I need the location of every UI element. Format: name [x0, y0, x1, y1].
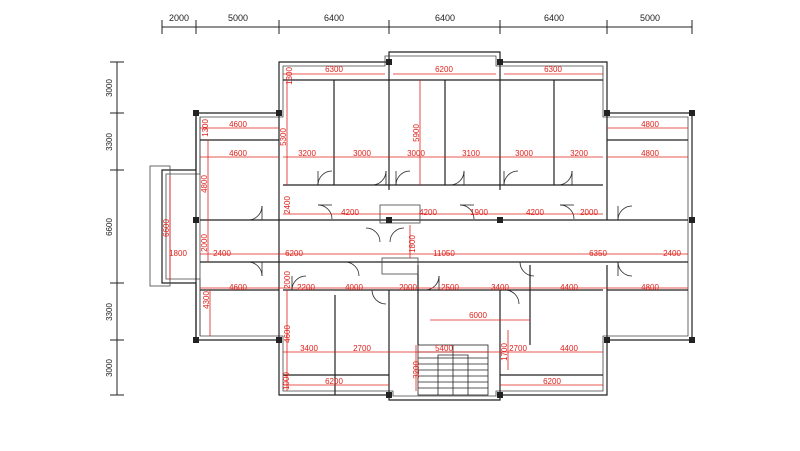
dim-label: 6300: [325, 65, 343, 74]
top-dim-5: 6400: [544, 13, 564, 23]
red-dimension-lines: [169, 73, 688, 391]
dim-label: 2200: [297, 283, 315, 292]
dim-label: 3400: [491, 283, 509, 292]
dim-label: 3000: [353, 149, 371, 158]
dim-label: 4800: [641, 120, 659, 129]
dim-label: 3200: [570, 149, 588, 158]
dim-label: 3000: [515, 149, 533, 158]
dim-label: 4600: [283, 325, 292, 343]
top-dim-3: 6400: [324, 13, 344, 23]
top-dim-6: 5000: [640, 13, 660, 23]
dim-label: 1300: [285, 67, 294, 85]
dim-label: 1800: [408, 235, 417, 253]
left-dim-4: 3300: [105, 303, 114, 321]
top-dim-4: 6400: [435, 13, 455, 23]
dim-label: 1300: [201, 119, 210, 137]
dim-label: 2000: [580, 208, 598, 217]
top-dim-1: 2000: [169, 13, 189, 23]
dim-label: 2000: [283, 271, 292, 289]
dim-label: 5300: [279, 128, 288, 146]
dim-label: 2500: [441, 283, 459, 292]
left-dimension-line: 3000 3300 6600 3300 3000: [105, 61, 124, 396]
dim-label: 2400: [213, 249, 231, 258]
dim-label: 6200: [325, 377, 343, 386]
dim-label: 4600: [229, 149, 247, 158]
top-dimension-line: 2000 5000 6400 6400 6400 5000: [161, 13, 693, 34]
left-dim-2: 3300: [105, 133, 114, 151]
dim-label: 4200: [526, 208, 544, 217]
dim-label: 1000: [282, 372, 291, 390]
dim-label: 4000: [345, 283, 363, 292]
dim-label: 4800: [641, 283, 659, 292]
dim-label: 4600: [229, 120, 247, 129]
staircase: [417, 344, 489, 396]
dim-label: 4300: [202, 291, 211, 309]
dim-label: 4600: [229, 283, 247, 292]
dim-label: 4200: [419, 208, 437, 217]
dim-label: 1800: [169, 249, 187, 258]
dim-label: 3200: [298, 149, 316, 158]
left-dim-5: 3000: [105, 359, 114, 377]
left-dim-3: 6600: [105, 218, 114, 236]
dim-label: 5900: [412, 124, 421, 142]
dim-label: 2400: [283, 196, 292, 214]
dim-label: 2000: [200, 234, 209, 252]
dim-label: 3000: [407, 149, 425, 158]
dim-label: 6300: [544, 65, 562, 74]
left-dim-1: 3000: [105, 79, 114, 97]
dim-label: 2700: [353, 344, 371, 353]
red-dimension-labels: 6300 6200 6300 1300 1300 4600 4600 4800 …: [162, 65, 681, 390]
top-dim-2: 5000: [228, 13, 248, 23]
dim-label: 4800: [200, 175, 209, 193]
dim-label: 4800: [641, 149, 659, 158]
dim-label: 2400: [663, 249, 681, 258]
dim-label: 4400: [560, 283, 578, 292]
dim-label: 2700: [509, 344, 527, 353]
dim-label: 6600: [162, 219, 171, 237]
dim-label: 5400: [435, 344, 453, 353]
building-walls: [149, 51, 695, 401]
dim-label: 6200: [285, 249, 303, 258]
dim-label: 3400: [300, 344, 318, 353]
dim-label: 6200: [543, 377, 561, 386]
dim-label: 6200: [435, 65, 453, 74]
dim-label: 4400: [560, 344, 578, 353]
door-swings: [247, 170, 633, 305]
dim-label: 6000: [469, 311, 487, 320]
dim-label: 6350: [589, 249, 607, 258]
dim-label: 1900: [470, 208, 488, 217]
dim-label: 4200: [341, 208, 359, 217]
dim-label: 2000: [399, 283, 417, 292]
dim-label: 11050: [433, 249, 455, 258]
dim-label: 1700: [500, 343, 509, 361]
dim-label: 3100: [462, 149, 480, 158]
dim-label: 3200: [412, 361, 421, 379]
